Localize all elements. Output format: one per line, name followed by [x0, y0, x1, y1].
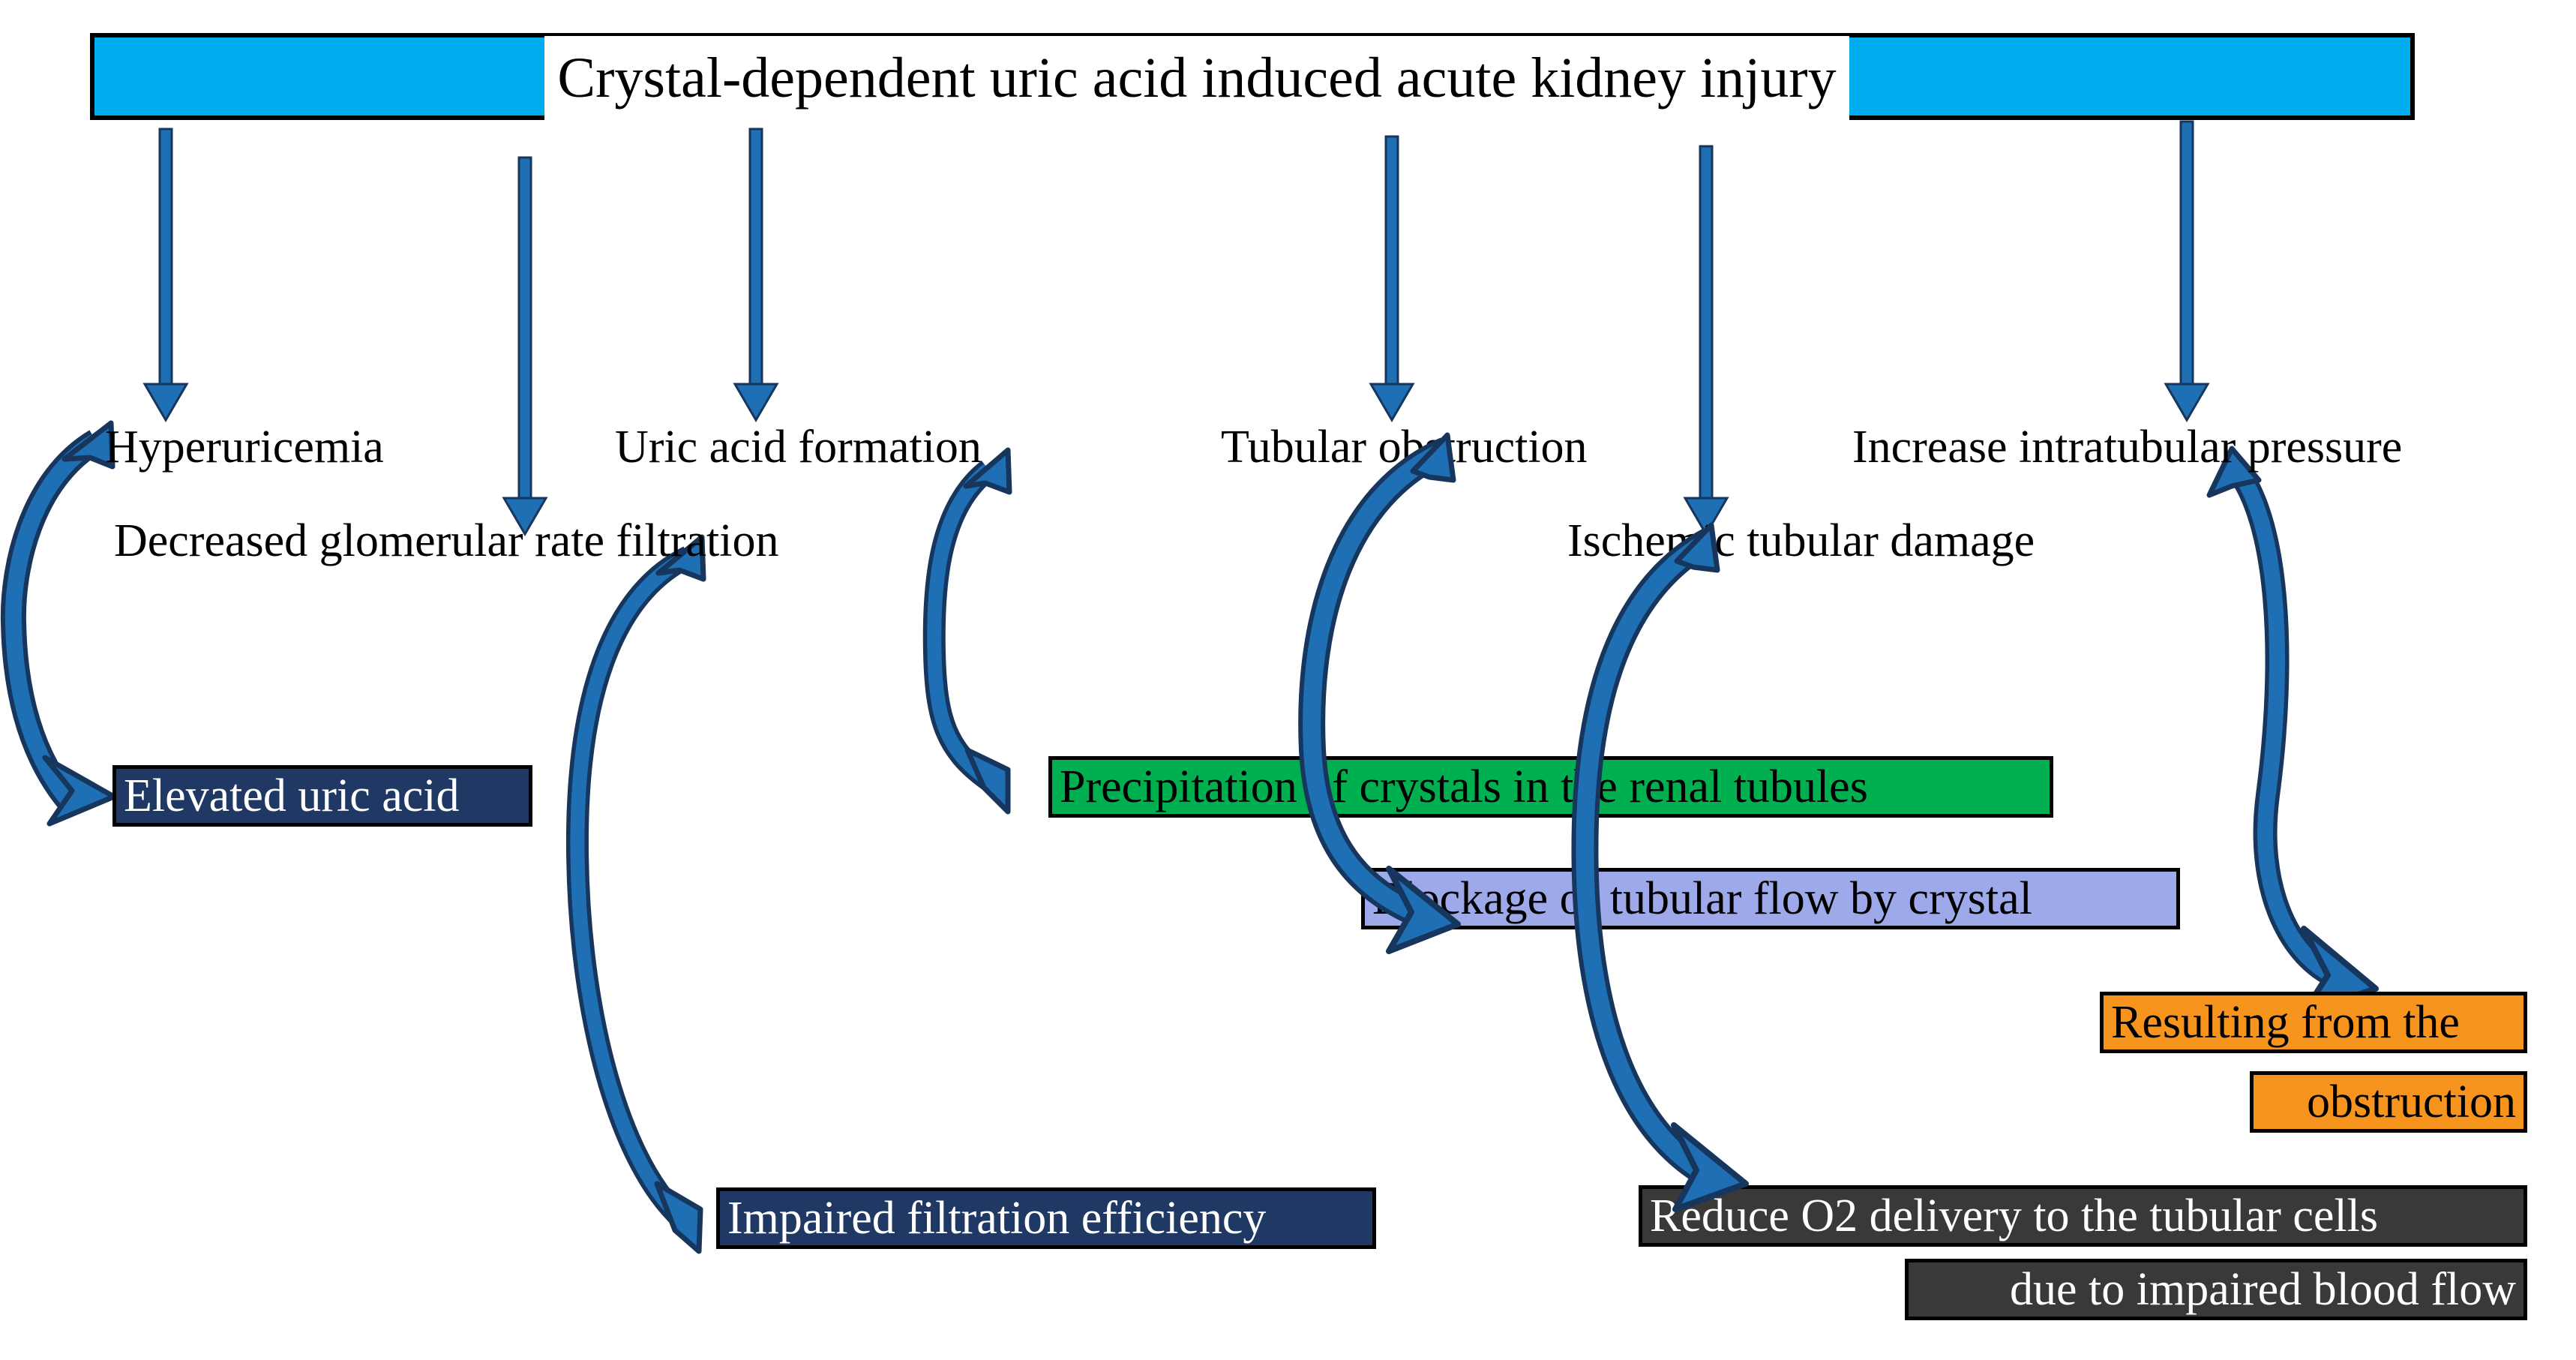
label-increase-pressure: Increase intratubular pressure	[1852, 422, 2403, 473]
label-hyperuricemia: Hyperuricemia	[105, 422, 384, 473]
curved-arrow-uric-acid-formation-to-precipitation	[922, 447, 1012, 815]
box-blockage: Blockage of tubular flow by crystal	[1361, 868, 2180, 929]
straight-arrow-to-decreased-gfr	[502, 156, 548, 536]
label-decreased-gfr: Decreased glomerular rate filtration	[114, 515, 779, 566]
label-tubular-obstruction: Tubular obstruction	[1221, 422, 1588, 473]
straight-arrow-to-tubular-obstruction	[1369, 135, 1415, 422]
curved-arrow-decreased-gfr-to-impaired-filtration	[565, 534, 706, 1254]
straight-arrow-to-increase-pressure	[2164, 120, 2210, 422]
box-reduce-o2-line1: Reduce O2 delivery to the tubular cells	[1639, 1185, 2527, 1247]
straight-arrow-to-hyperuricemia	[142, 128, 189, 422]
box-impaired-filtration: Impaired filtration efficiency	[716, 1187, 1376, 1249]
label-uric-acid-formation: Uric acid formation	[615, 422, 982, 473]
box-precipitation: Precipitation of crystals in the renal t…	[1048, 756, 2053, 818]
curved-arrow-ischemic-damage-to-reduce-o2	[1571, 522, 1749, 1212]
straight-arrow-to-ischemic-damage	[1683, 145, 1729, 536]
label-ischemic-damage: Ischemic tubular damage	[1567, 515, 2035, 566]
diagram-title-textbox: Crystal-dependent uric acid induced acut…	[544, 36, 1849, 120]
box-resulting-line1: Resulting from the	[2100, 992, 2527, 1053]
box-elevated-uric-acid: Elevated uric acid	[112, 765, 532, 827]
diagram-title-banner: Crystal-dependent uric acid induced acut…	[90, 33, 2415, 120]
curved-arrow-hyperuricemia-to-elevated-uric-acid	[0, 420, 117, 827]
straight-arrow-to-uric-acid-formation	[733, 128, 779, 422]
curved-arrow-increase-pressure-to-resulting	[2206, 446, 2379, 1016]
page-title: Crystal-dependent uric acid induced acut…	[557, 47, 1837, 110]
box-resulting-line2: obstruction	[2250, 1071, 2527, 1133]
box-reduce-o2-line2: due to impaired blood flow	[1905, 1259, 2527, 1320]
